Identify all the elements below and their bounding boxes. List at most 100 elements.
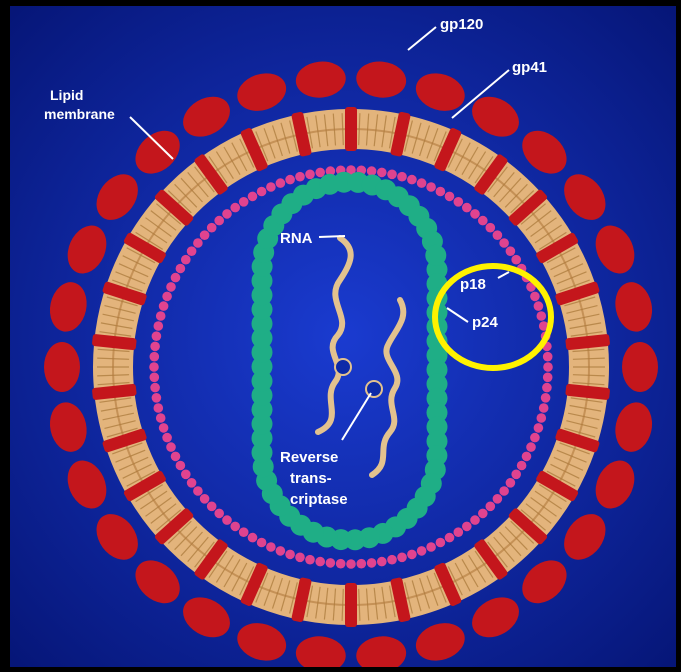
matrix-bead (470, 515, 480, 525)
matrix-bead (200, 230, 210, 240)
matrix-bead (377, 168, 387, 178)
matrix-bead (154, 403, 164, 413)
matrix-bead (462, 203, 472, 213)
label-p18: p18 (460, 276, 486, 293)
matrix-bead (526, 442, 536, 452)
matrix-bead (454, 527, 464, 537)
matrix-bead (315, 557, 325, 567)
matrix-bead (511, 255, 521, 265)
matrix-bead (266, 182, 276, 192)
matrix-bead (537, 311, 547, 321)
matrix-bead (478, 216, 488, 226)
matrix-bead (285, 550, 295, 560)
matrix-bead (248, 533, 258, 543)
label-p24: p24 (472, 314, 499, 331)
matrix-bead (276, 546, 286, 556)
matrix-bead (152, 331, 162, 341)
matrix-bead (222, 209, 232, 219)
matrix-bead (478, 509, 488, 519)
matrix-bead (181, 470, 191, 480)
reverse-transcriptase-icon (335, 359, 351, 375)
matrix-bead (493, 494, 503, 504)
matrix-bead (511, 470, 521, 480)
matrix-bead (377, 557, 387, 567)
matrix-bead (187, 246, 197, 256)
matrix-bead (266, 542, 276, 552)
matrix-bead (539, 403, 549, 413)
matrix-bead (336, 559, 346, 569)
matrix-bead (154, 321, 164, 331)
matrix-bead (207, 223, 217, 233)
matrix-bead (417, 546, 427, 556)
matrix-bead (200, 494, 210, 504)
matrix-bead (542, 383, 552, 393)
matrix-bead (397, 172, 407, 182)
label-trans: trans- (290, 470, 332, 487)
capsid-bead (425, 245, 446, 266)
matrix-bead (214, 509, 224, 519)
matrix-bead (171, 452, 181, 462)
matrix-bead (537, 413, 547, 423)
matrix-bead (257, 187, 267, 197)
matrix-bead (166, 442, 176, 452)
matrix-bead (445, 533, 455, 543)
matrix-bead (445, 192, 455, 202)
matrix-bead (156, 311, 166, 321)
matrix-bead (152, 393, 162, 403)
matrix-bead (534, 423, 544, 433)
matrix-bead (387, 170, 397, 180)
matrix-bead (407, 175, 417, 185)
matrix-bead (530, 433, 540, 443)
matrix-bead (522, 452, 532, 462)
matrix-bead (150, 352, 160, 362)
matrix-bead (176, 461, 186, 471)
label-criptase: criptase (290, 491, 348, 508)
matrix-bead (326, 558, 336, 568)
label-gp41: gp41 (512, 59, 547, 76)
matrix-bead (193, 486, 203, 496)
matrix-bead (367, 166, 377, 176)
reverse-transcriptase-icon (366, 381, 382, 397)
matrix-bead (499, 486, 509, 496)
matrix-bead (176, 264, 186, 274)
matrix-bead (543, 362, 553, 372)
matrix-bead (222, 515, 232, 525)
matrix-bead (276, 178, 286, 188)
matrix-bead (486, 502, 496, 512)
matrix-bead (150, 373, 160, 383)
matrix-bead (506, 478, 516, 488)
matrix-bead (187, 478, 197, 488)
matrix-bead (239, 527, 249, 537)
matrix-bead (166, 282, 176, 292)
matrix-bead (367, 558, 377, 568)
matrix-bead (159, 301, 169, 311)
matrix-bead (239, 197, 249, 207)
matrix-bead (285, 175, 295, 185)
matrix-bead (214, 216, 224, 226)
matrix-bead (207, 502, 217, 512)
matrix-bead (530, 292, 540, 302)
matrix-bead (426, 182, 436, 192)
matrix-bead (230, 522, 240, 532)
matrix-bead (295, 172, 305, 182)
matrix-bead (499, 238, 509, 248)
matrix-bead (156, 413, 166, 423)
matrix-bead (417, 178, 427, 188)
matrix-bead (181, 255, 191, 265)
matrix-bead (230, 203, 240, 213)
gp41-protein (345, 583, 357, 627)
matrix-bead (305, 555, 315, 565)
matrix-bead (346, 559, 356, 569)
matrix-bead (407, 550, 417, 560)
matrix-bead (149, 362, 159, 372)
gp41-protein (345, 107, 357, 151)
matrix-bead (193, 238, 203, 248)
matrix-bead (436, 187, 446, 197)
matrix-bead (295, 553, 305, 563)
matrix-bead (162, 292, 172, 302)
matrix-bead (436, 538, 446, 548)
matrix-bead (517, 461, 527, 471)
matrix-bead (541, 393, 551, 403)
matrix-bead (150, 342, 160, 352)
